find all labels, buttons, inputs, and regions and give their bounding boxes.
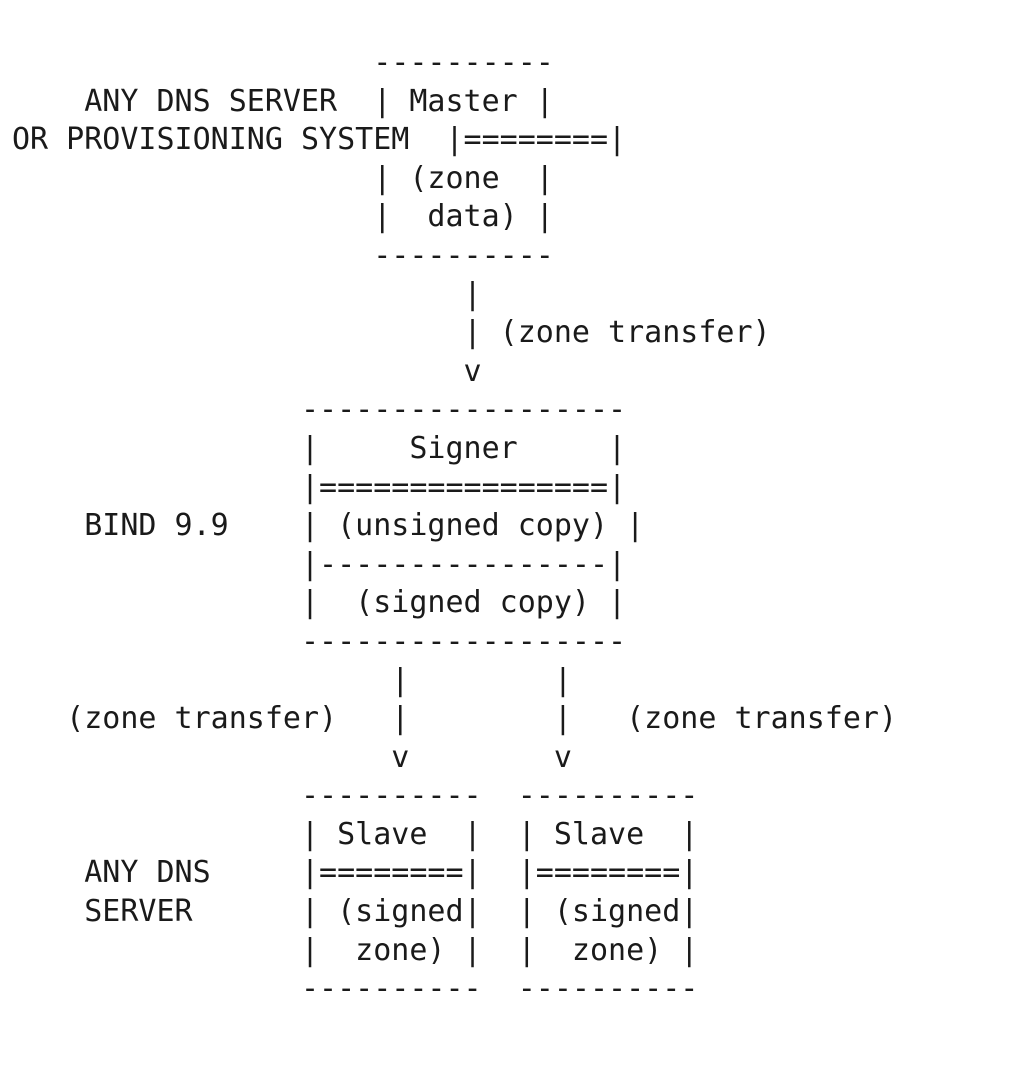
ascii-art-content: ---------- ANY DNS SERVER | Master | OR … — [12, 45, 898, 1007]
